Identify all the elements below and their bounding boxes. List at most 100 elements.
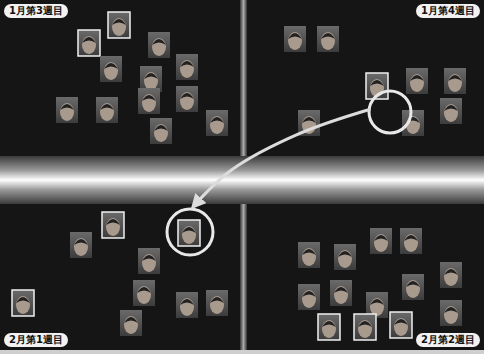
face (394, 318, 408, 336)
hair (144, 73, 158, 79)
face-thumbnail (402, 110, 424, 136)
face-frame (406, 68, 428, 94)
face (142, 254, 156, 272)
face-frame (102, 212, 124, 238)
hair (182, 227, 196, 233)
hair (444, 269, 458, 275)
face-thumbnail (444, 68, 466, 94)
week-label: 2月第2週目 (416, 333, 480, 347)
face-thumbnail (318, 314, 340, 340)
face-thumbnail (390, 312, 412, 338)
face-thumbnail (284, 26, 306, 52)
face (444, 306, 458, 324)
face (82, 36, 96, 54)
hair (104, 63, 118, 69)
face (302, 248, 316, 266)
face (180, 60, 194, 78)
hair (448, 75, 462, 81)
face-thumbnail (70, 232, 92, 258)
hair (100, 104, 114, 110)
face (124, 316, 138, 334)
face-frame (78, 30, 100, 56)
face (106, 218, 120, 236)
face-frame (440, 98, 462, 124)
hair (394, 319, 408, 325)
hair (370, 299, 384, 305)
face-thumbnail (178, 220, 200, 246)
hair (444, 105, 458, 111)
face (74, 238, 88, 256)
hair (180, 93, 194, 99)
face-frame (150, 118, 172, 144)
hair (112, 19, 126, 25)
face (112, 18, 126, 36)
hair (142, 255, 156, 261)
face-thumbnail (56, 97, 78, 123)
face (182, 226, 196, 244)
hair (370, 80, 384, 86)
face-thumbnail (108, 12, 130, 38)
face (374, 234, 388, 252)
face-frame (148, 32, 170, 58)
face (210, 116, 224, 134)
face (444, 104, 458, 122)
face-thumbnail (406, 68, 428, 94)
face-frame (70, 232, 92, 258)
hair (302, 117, 316, 123)
face-frame (176, 292, 198, 318)
face (154, 124, 168, 142)
face-thumbnail (133, 280, 155, 306)
hair (124, 317, 138, 323)
hair (302, 291, 316, 297)
face-frame (206, 290, 228, 316)
hair (154, 125, 168, 131)
highlight-circle (369, 91, 411, 133)
face-thumbnail (102, 212, 124, 238)
hair (404, 235, 418, 241)
week-panel: 1月第4週目 (247, 0, 484, 156)
face-thumbnail (206, 290, 228, 316)
face-thumbnail (440, 300, 462, 326)
face (210, 296, 224, 314)
face-frame (334, 244, 356, 270)
face-frame (96, 97, 118, 123)
face-frame (284, 26, 306, 52)
highlight-circle (167, 209, 213, 255)
face (406, 280, 420, 298)
hair (374, 235, 388, 241)
face-thumbnail (150, 118, 172, 144)
face-frame (370, 228, 392, 254)
face-frame (133, 280, 155, 306)
face-thumbnail (440, 98, 462, 124)
hair (358, 321, 372, 327)
face-frame (444, 68, 466, 94)
face-frame (390, 312, 412, 338)
face (322, 320, 336, 338)
face (137, 286, 151, 304)
hair (142, 95, 156, 101)
hair (210, 297, 224, 303)
face-thumbnail (400, 228, 422, 254)
face (144, 72, 158, 90)
week-label: 2月第1週目 (4, 333, 68, 347)
face-thumbnail (298, 242, 320, 268)
face-thumbnail (402, 274, 424, 300)
face (338, 250, 352, 268)
face-thumbnail (440, 262, 462, 288)
face-thumbnail (138, 88, 160, 114)
face-frame (400, 228, 422, 254)
face-frame (318, 314, 340, 340)
face-frame (440, 300, 462, 326)
hair (444, 307, 458, 313)
face-thumbnail (176, 292, 198, 318)
bottom-strip (0, 350, 484, 354)
face (288, 32, 302, 50)
hair (410, 75, 424, 81)
face-frame (176, 54, 198, 80)
face-frame (206, 110, 228, 136)
hair (180, 299, 194, 305)
hair (406, 281, 420, 287)
face (100, 103, 114, 121)
